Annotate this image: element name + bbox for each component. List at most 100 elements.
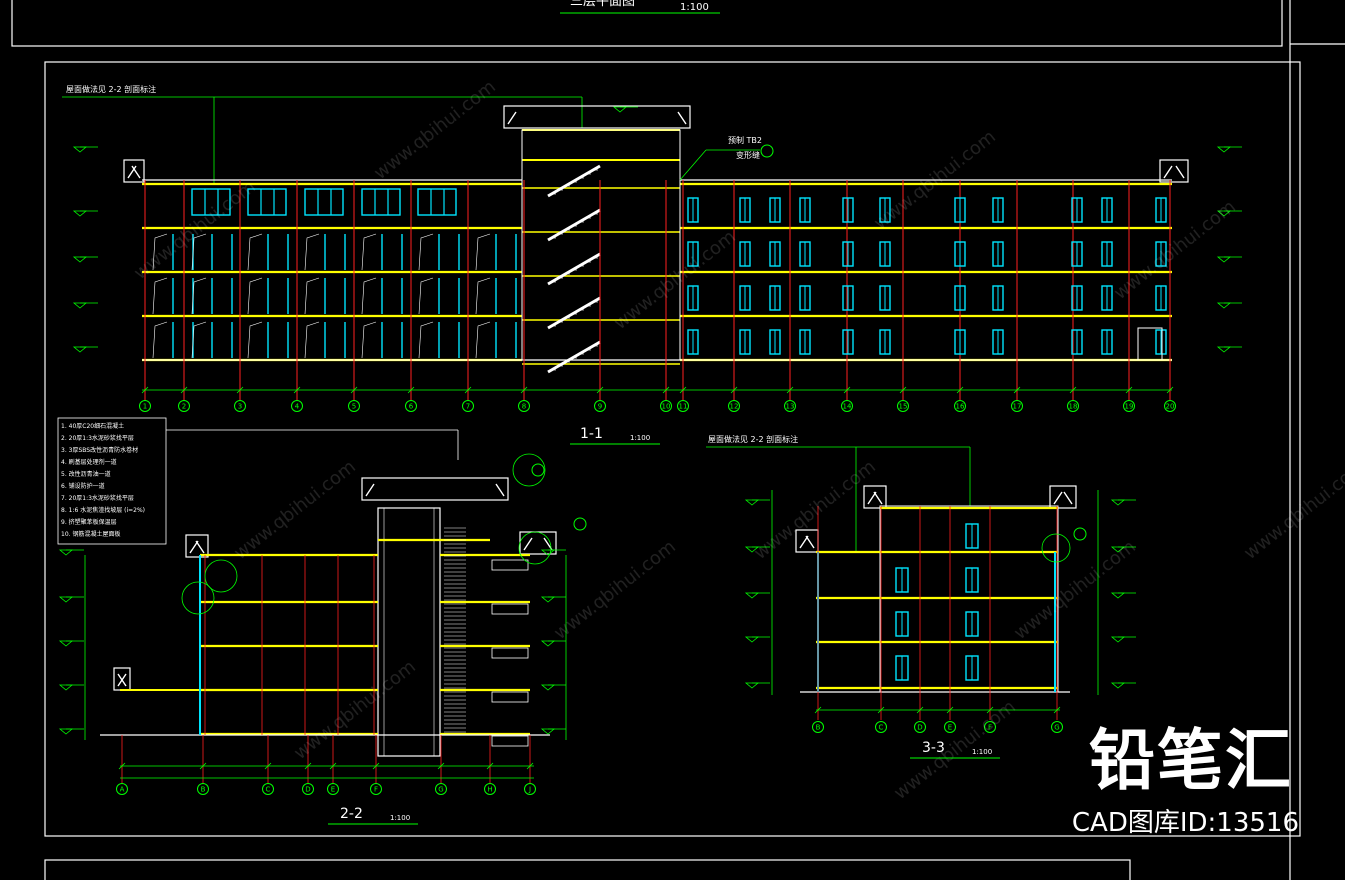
section-1-axis-bubble-4-label: 4	[295, 403, 300, 411]
section-1-stair-flight-3	[547, 296, 601, 330]
section-3-level-right-4	[1110, 682, 1126, 689]
section-1-level-left-0	[72, 146, 88, 153]
section-1-axis-bubble-6-label: 6	[409, 403, 414, 411]
section-1-stair-flight-2	[547, 252, 601, 286]
section-1-axis-bubble-9-label: 9	[598, 403, 602, 411]
section-1-parapet-stair	[503, 105, 691, 129]
section-1-axis-bubble-12-label: 12	[730, 403, 739, 411]
section-3-axis-bubble-4-label: F	[988, 724, 992, 732]
section-1-scale: 1:100	[630, 434, 650, 442]
section-1-callout-circle	[760, 144, 774, 158]
section-1-axis-bubble-13-label: 13	[786, 403, 795, 411]
section-1-parapet-left	[123, 159, 145, 183]
section-3-axis-bubble-5-label: G	[1054, 724, 1059, 732]
section-1-axis-bubble-11-label: 11	[679, 403, 688, 411]
section-1-axis-bubble-3-label: 3	[238, 403, 242, 411]
section-3-parapet-right	[1049, 485, 1077, 509]
section-2-axis-bubble-7	[484, 783, 496, 795]
watermark-tile-7: www.qbihui.com	[750, 456, 880, 564]
section-1-axis-bubble-14-label: 14	[843, 403, 852, 411]
section-2-axis-bubble-5	[370, 783, 382, 795]
section-1-axis-bubble-2-label: 2	[182, 403, 186, 411]
section-3-note: 屋面做法见 2-2 剖面标注	[708, 434, 798, 444]
section-1-stair-tower	[521, 129, 681, 361]
section-1-axis-bubble-12	[728, 400, 740, 412]
section-2-level-right-2	[540, 640, 556, 647]
section-1-axis-bubble-2	[178, 400, 190, 412]
section-2-parapet-left	[185, 534, 209, 558]
section-3-detail-circle	[1041, 533, 1071, 563]
watermark-tile-2: www.qbihui.com	[610, 226, 740, 334]
section-2-detail-circle-0	[512, 453, 546, 487]
watermark-tile-1: www.qbihui.com	[370, 76, 500, 184]
watermark-tile-9: www.qbihui.com	[1240, 456, 1345, 564]
section-1-axis-bubble-10	[660, 400, 672, 412]
section-1-axis-bubble-19-label: 19	[1125, 403, 1134, 411]
roof-note-5: 5. 改性沥青油一道	[61, 470, 111, 478]
section-1-window-top-1	[247, 188, 287, 216]
section-2-level-left-4	[58, 728, 74, 735]
section-2-level-left-3	[58, 684, 74, 691]
section-1-axis-bubble-16	[954, 400, 966, 412]
section-1-title: 1-1	[580, 426, 603, 442]
section-2-axis-bubble-5-label: F	[374, 786, 378, 794]
section-2-axis-bubble-3-label: D	[305, 786, 310, 794]
section-1-axis-bubble-4	[291, 400, 303, 412]
section-1-parapet-right	[1159, 159, 1189, 183]
section-1-axis-bubble-1-label: 1	[143, 403, 147, 411]
roof-note-3: 3. 3厚SBS改性沥青防水卷材	[61, 446, 138, 454]
section-2-roof-notes: 1. 40厚C20细石混凝土 2. 20厚1:3水泥砂浆找平层 3. 3厚SBS…	[57, 417, 167, 545]
watermark-tile-10: www.qbihui.com	[290, 656, 420, 764]
section-2-axis-bubble-4-label: E	[331, 786, 335, 794]
roof-note-8: 8. 1:6 水泥焦渣找坡层 (i=2%)	[61, 506, 145, 514]
section-2-landing-1	[491, 603, 529, 615]
section-2-landing-3	[491, 691, 529, 703]
section-1-axis-bubble-5	[348, 400, 360, 412]
watermark-tile-5: www.qbihui.com	[230, 456, 360, 564]
section-3-axis-bubble-5	[1051, 721, 1063, 733]
section-2-axis-bubble-8-label: J	[528, 786, 531, 794]
section-2-scale: 1:100	[390, 814, 410, 822]
sheet-frames	[11, 0, 1345, 880]
section-1-axis-bubble-19	[1123, 400, 1135, 412]
section-1-level-left-2	[72, 256, 88, 263]
section-2-axis-bubble-3	[302, 783, 314, 795]
section-3-axis-bubble-1-label: C	[879, 724, 884, 732]
section-1-stair-flight-4	[547, 340, 601, 374]
section-1-axis-bubble-17-label: 17	[1013, 403, 1022, 411]
section-3-level-right-0	[1110, 499, 1126, 506]
section-2-level-left-0	[58, 549, 74, 556]
watermark-tile-4: www.qbihui.com	[1110, 196, 1240, 304]
section-2-callout-0	[531, 463, 545, 477]
section-3-axis-bubble-3-label: E	[948, 724, 952, 732]
section-1-callout-a: 预制 TB2	[728, 135, 762, 145]
section-3-level-right-3	[1110, 636, 1126, 643]
section-1-level-left-3	[72, 302, 88, 309]
watermark-id-text: CAD图库ID:13516	[1071, 808, 1299, 838]
section-1-callout-b: 变形缝	[736, 150, 760, 160]
section-1-level-right-0	[1216, 146, 1232, 153]
section-1-stair-flight-0	[547, 164, 601, 198]
section-3-level-left-2	[744, 592, 760, 599]
watermark-tile-11: www.qbihui.com	[890, 696, 1020, 804]
roof-note-9: 9. 挤塑聚苯板保温层	[61, 518, 117, 526]
section-3-scale: 1:100	[972, 748, 992, 756]
section-1-level-right-4	[1216, 346, 1232, 353]
section-2-landing-2	[491, 647, 529, 659]
section-2-level-right-1	[540, 596, 556, 603]
section-1-axis-bubble-10-label: 10	[662, 403, 671, 411]
watermark-tile-6: www.qbihui.com	[550, 536, 680, 644]
section-2-title: 2-2	[340, 806, 363, 822]
section-3-axis-bubble-0	[812, 721, 824, 733]
section-2-axis-bubble-1-label: B	[201, 786, 206, 794]
section-1-axis-bubble-16-label: 16	[956, 403, 965, 411]
section-1-axis-bubble-8-label: 8	[522, 403, 526, 411]
section-3-axis-bubble-1	[875, 721, 887, 733]
section-2-level-right-3	[540, 684, 556, 691]
section-1-axis-bubble-7	[462, 400, 474, 412]
section-3-callout	[1073, 527, 1087, 541]
section-1-axis-bubble-14	[841, 400, 853, 412]
section-1-axis-bubble-18	[1067, 400, 1079, 412]
